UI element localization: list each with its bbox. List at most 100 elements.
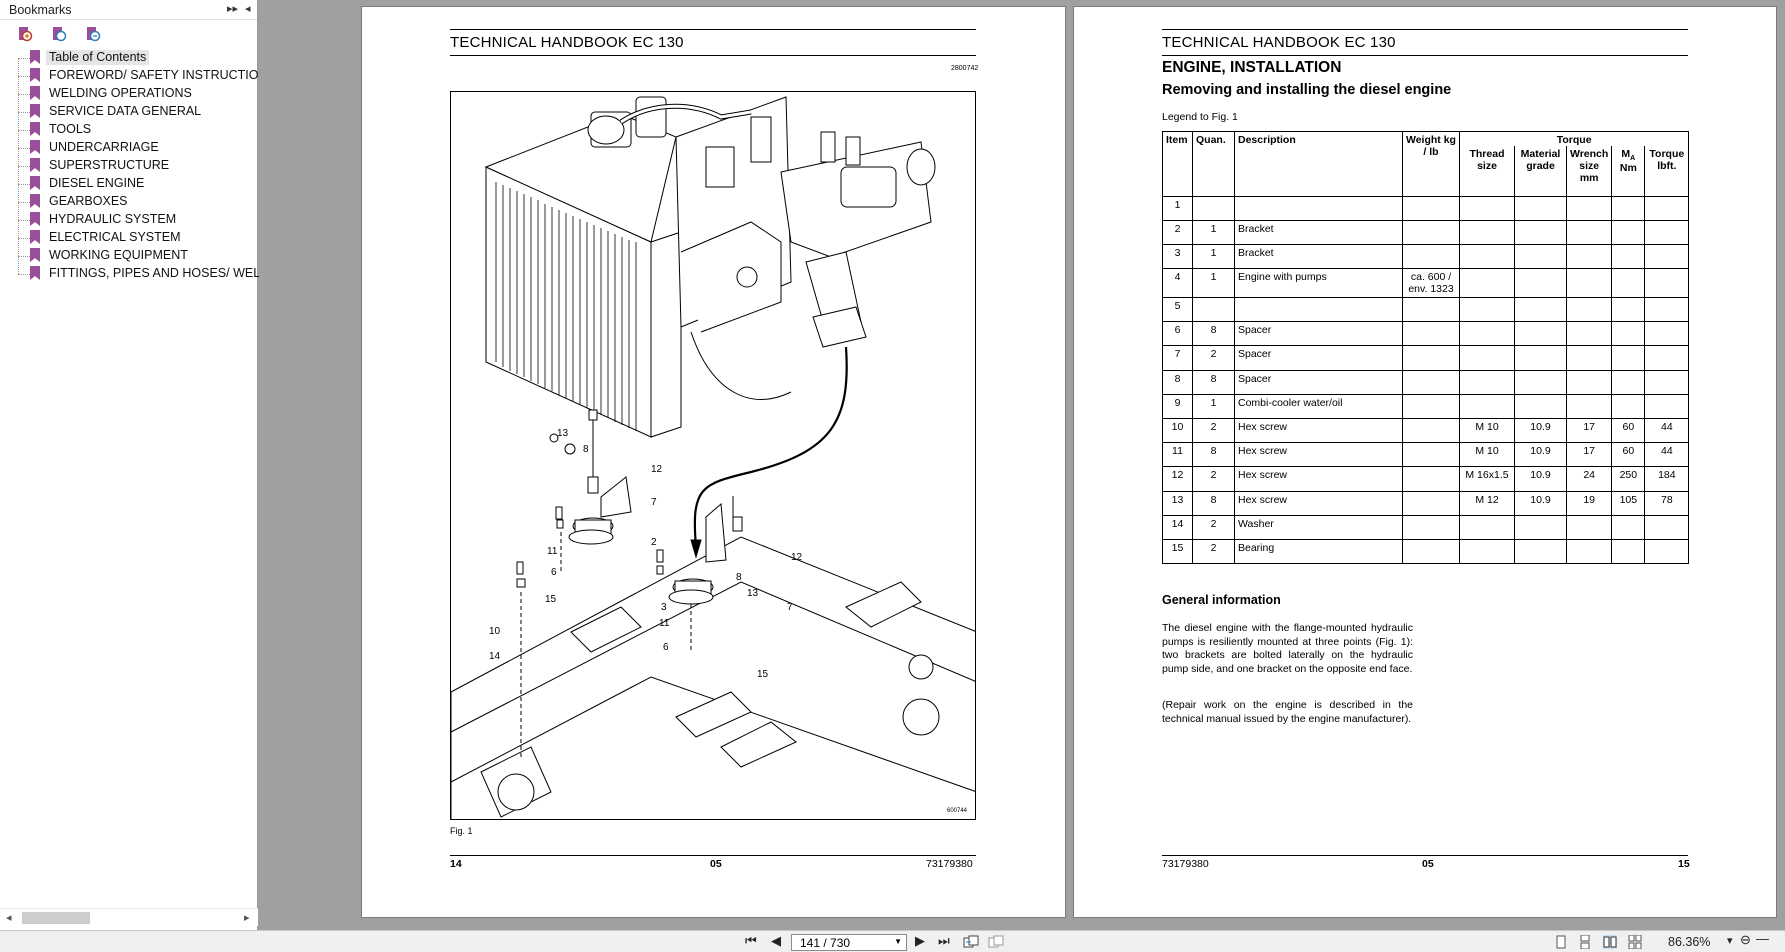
table-cell: 8 [1192, 321, 1235, 347]
bookmark-superstructure[interactable]: SUPERSTRUCTURE [0, 157, 258, 175]
footer-rule [1162, 855, 1688, 856]
table-cell: Hex screw [1234, 417, 1403, 444]
find-bookmark-icon[interactable] [50, 25, 68, 43]
zoom-slider-icon[interactable]: — [1756, 931, 1769, 946]
next-view-icon[interactable] [988, 935, 1004, 949]
table-cell: 12 [1162, 466, 1193, 492]
document-viewport[interactable]: TECHNICAL HANDBOOK EC 130 2800742 [259, 0, 1785, 930]
page-number: 14 [450, 858, 462, 870]
single-page-view-icon[interactable] [1554, 935, 1568, 949]
table-cell: Hex screw [1234, 490, 1403, 516]
table-cell [1459, 538, 1515, 565]
table-cell: 44 [1644, 417, 1690, 444]
scrollbar-thumb[interactable] [22, 912, 90, 924]
callout-11-b: 11 [659, 618, 670, 629]
bookmark-diesel-engine[interactable]: DIESEL ENGINE [0, 175, 258, 193]
table-cell [1402, 321, 1460, 347]
zoom-menu-icon[interactable]: ▾ [1727, 935, 1733, 947]
table-cell [1611, 195, 1646, 221]
table-cell [1644, 297, 1690, 323]
bookmark-welding-operations[interactable]: WELDING OPERATIONS [0, 85, 258, 103]
bookmark-working-equipment[interactable]: WORKING EQUIPMENT [0, 247, 258, 265]
table-header-row-1: Item Quan. Description Weight kg / lb To… [1162, 131, 1690, 197]
page-dropdown-icon[interactable]: ▼ [894, 937, 902, 946]
table-cell: 10 [1162, 417, 1193, 444]
table-cell [1402, 393, 1460, 420]
last-page-icon[interactable]: ⏭ [938, 933, 950, 948]
table-cell: 13 [1162, 490, 1193, 516]
bookmark-options-icon[interactable] [84, 25, 102, 43]
table-cell [1565, 321, 1613, 347]
zoom-level[interactable]: 86.36% [1668, 935, 1711, 949]
bookmark-electrical-system[interactable]: ELECTRICAL SYSTEM [0, 229, 258, 247]
bookmark-tree: Table of Contents FOREWORD/ SAFETY INSTR… [0, 49, 276, 283]
previous-page-icon[interactable]: ◀ [771, 933, 781, 948]
legend-label: Legend to Fig. 1 [1162, 111, 1238, 123]
table-cell: 60 [1611, 417, 1646, 444]
collapse-panel-icon[interactable]: ▸▸ [227, 3, 239, 15]
table-cell [1514, 514, 1567, 540]
table-cell: Bearing [1234, 538, 1403, 565]
header-rule-bottom [1162, 55, 1688, 56]
table-cell [1402, 490, 1460, 516]
table-cell: 1 [1192, 243, 1235, 270]
figure-ref-number: 600744 [947, 808, 968, 814]
page-header-title: TECHNICAL HANDBOOK EC 130 [1162, 34, 1396, 51]
scroll-left-icon[interactable]: ◂ [6, 912, 12, 924]
zoom-out-icon[interactable]: ⊖ [1740, 932, 1751, 947]
table-cell [1402, 442, 1460, 468]
table-cell [1565, 268, 1613, 299]
table-cell: 2 [1192, 538, 1235, 565]
table-cell [1459, 345, 1515, 371]
callout-15-b: 15 [757, 669, 769, 680]
table-cell [1611, 538, 1646, 565]
table-cell [1644, 321, 1690, 347]
table-cell [1402, 417, 1460, 444]
previous-view-icon[interactable] [963, 935, 979, 949]
table-cell [1514, 297, 1567, 323]
two-page-view-icon[interactable] [1603, 935, 1617, 949]
bookmark-gearboxes[interactable]: GEARBOXES [0, 193, 258, 211]
table-cell [1644, 268, 1690, 299]
table-cell [1459, 195, 1515, 221]
bookmark-table-of-contents[interactable]: Table of Contents [0, 49, 258, 67]
hide-panel-icon[interactable]: ◂ [245, 3, 251, 15]
page-number-input[interactable]: 141 / 730 ▼ [791, 934, 907, 951]
two-page-continuous-view-icon[interactable] [1628, 935, 1642, 949]
expand-bookmark-icon[interactable] [16, 25, 34, 43]
bookmark-tools[interactable]: TOOLS [0, 121, 258, 139]
table-cell: 4 [1162, 268, 1193, 299]
bookmark-undercarriage[interactable]: UNDERCARRIAGE [0, 139, 258, 157]
table-cell [1565, 345, 1613, 371]
bookmark-icon [30, 158, 40, 172]
table-cell [1565, 195, 1613, 221]
bookmarks-panel: Bookmarks ▸▸ ◂ Table of Contents FOREWOR… [0, 0, 276, 930]
bookmarks-horizontal-scrollbar[interactable]: ◂ ▸ [0, 908, 258, 926]
table-cell [1402, 466, 1460, 492]
table-cell [1234, 297, 1403, 323]
table-cell: 8 [1192, 369, 1235, 395]
table-cell: 250 [1611, 466, 1646, 492]
callout-7-b: 7 [787, 602, 793, 613]
scroll-right-icon[interactable]: ▸ [244, 912, 250, 924]
table-cell [1402, 195, 1460, 221]
table-cell [1459, 393, 1515, 420]
first-page-icon[interactable]: ⏮ [745, 933, 757, 948]
table-cell [1565, 369, 1613, 395]
bookmark-fittings[interactable]: FITTINGS, PIPES AND HOSES/ WELDI [0, 265, 273, 283]
table-cell [1514, 538, 1567, 565]
table-cell [1644, 345, 1690, 371]
table-cell: M 12 [1459, 490, 1515, 516]
continuous-view-icon[interactable] [1578, 935, 1592, 949]
next-page-icon[interactable]: ▶ [915, 933, 925, 948]
table-cell [1565, 297, 1613, 323]
bookmark-icon [30, 122, 40, 136]
bookmark-foreword[interactable]: FOREWORD/ SAFETY INSTRUCTIONS [0, 67, 276, 85]
bookmark-service-data[interactable]: SERVICE DATA GENERAL [0, 103, 258, 121]
bookmarks-header: Bookmarks ▸▸ ◂ [0, 0, 257, 20]
callout-8-b: 8 [736, 572, 742, 583]
bookmark-hydraulic-system[interactable]: HYDRAULIC SYSTEM [0, 211, 258, 229]
general-information-paragraph-2: (Repair work on the engine is described … [1162, 699, 1413, 725]
